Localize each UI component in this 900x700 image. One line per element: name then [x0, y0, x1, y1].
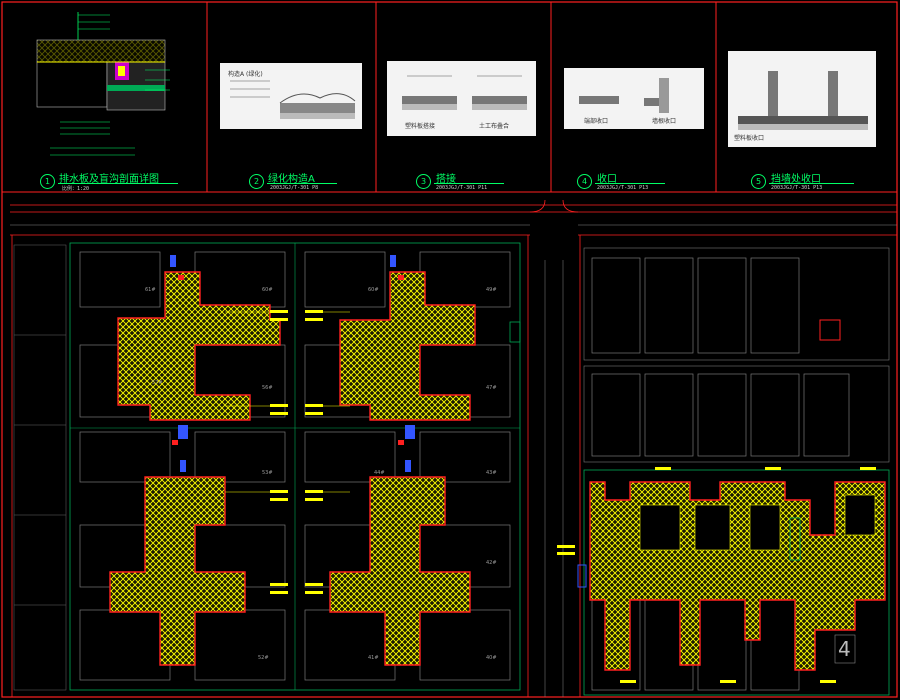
detail-4-underline	[595, 183, 665, 184]
detail-3-number: 3	[416, 174, 431, 189]
detail-4-subtitle: 2003JGJ/T-301 P13	[597, 185, 649, 191]
detail-2-subtitle: 2003JGJ/T-301 P8	[270, 185, 319, 191]
unit-label: 60#	[262, 287, 273, 293]
detail-2-thumbnail: 构造A (绿化)	[220, 63, 362, 129]
detail-1-subtitle: 比例：1:20	[62, 186, 90, 192]
detail-3-subtitle: 2003JGJ/T-301 P11	[436, 185, 488, 191]
unit-label: 57#	[152, 380, 163, 386]
thumb-4-right-caption: 墙根收口	[652, 118, 677, 125]
detail-1-section-drawing	[36, 12, 170, 156]
unit-label: 60#	[368, 287, 379, 293]
detail-5-underline	[769, 183, 854, 184]
detail-1-title: 排水板及盲沟剖面详图	[59, 174, 159, 185]
thumb-5-bottom-caption: 塑料板收口	[734, 135, 765, 142]
detail-1-number: 1	[40, 174, 55, 189]
detail-2-underline	[267, 183, 337, 184]
detail-5-number: 5	[751, 174, 766, 189]
unit-label: 56#	[262, 385, 273, 391]
unit-label: 40#	[486, 655, 497, 661]
unit-label: 61#	[145, 287, 156, 293]
detail-4-title: 收口	[597, 174, 617, 185]
detail-2-number: 2	[249, 174, 264, 189]
detail-3-underline	[434, 183, 504, 184]
unit-label: 42#	[486, 560, 497, 566]
detail-3-title: 搭接	[436, 174, 456, 185]
thumb-3-left-caption: 塑料板搭接	[405, 123, 436, 130]
unit-label: 53#	[262, 470, 273, 476]
detail-5-title: 挡墙处收口	[771, 174, 821, 185]
unit-label: 44#	[374, 470, 385, 476]
detail-2-title: 绿化构造A	[268, 174, 315, 185]
thumb-4-left-caption: 端部收口	[584, 118, 609, 125]
callout-tags	[270, 310, 876, 683]
thumb-3-right-caption: 土工布叠合	[479, 123, 510, 130]
detail-3-thumbnail: 塑料板搭接 土工布叠合	[387, 61, 536, 136]
unit-label: 41#	[368, 655, 379, 661]
thumb-2-title: 构造A (绿化)	[228, 71, 263, 78]
detail-5-subtitle: 2003JGJ/T-301 P13	[771, 185, 823, 191]
detail-5-thumbnail: 塑料板收口	[728, 51, 876, 147]
unit-label: 47#	[486, 385, 497, 391]
detail-1-underline	[58, 183, 178, 184]
unit-label: 52#	[258, 655, 269, 661]
detail-4-thumbnail: 端部收口 墙根收口	[564, 68, 704, 129]
unit-label: 43#	[486, 470, 497, 476]
unit-label: 49#	[486, 287, 497, 293]
zone-number-label: 4	[838, 637, 851, 661]
site-plan	[10, 199, 897, 697]
detail-4-number: 4	[577, 174, 592, 189]
